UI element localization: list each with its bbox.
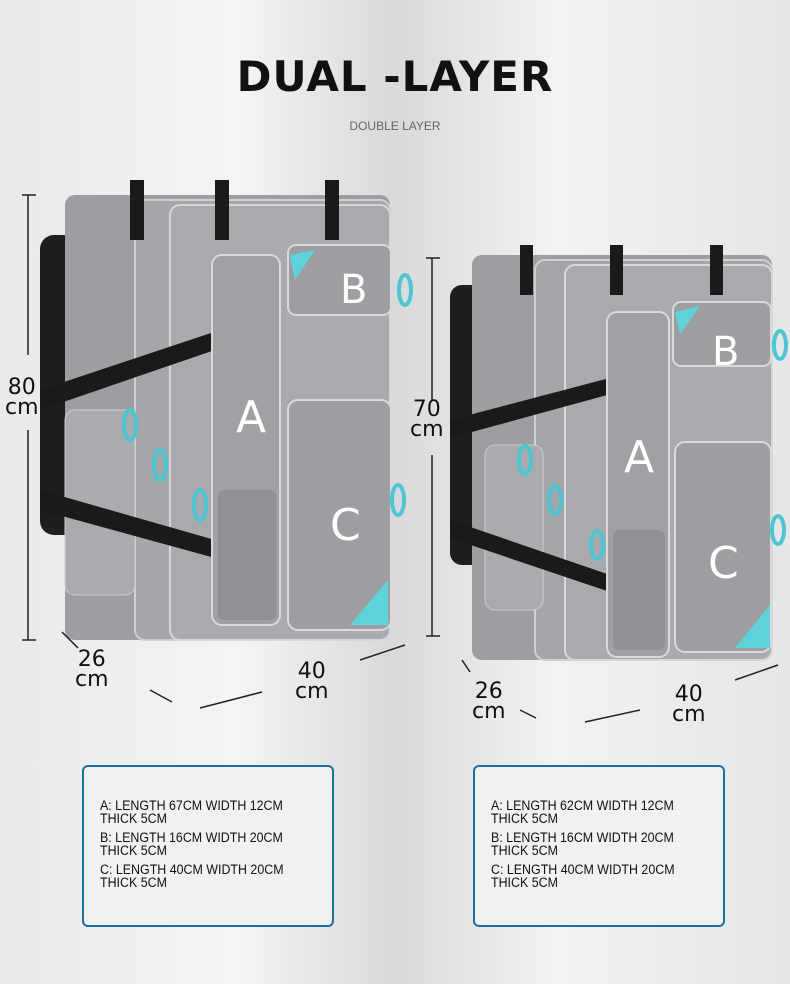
height-label: 80 cm — [5, 375, 39, 420]
compartment-c-label: C — [330, 500, 361, 551]
width-unit: cm — [295, 679, 329, 704]
bag-small: A B C — [450, 245, 788, 661]
width-value: 40 — [674, 682, 703, 707]
compartment-a-label: A — [236, 392, 266, 443]
depth-unit: cm — [75, 667, 109, 692]
height-value: 80 — [7, 375, 36, 400]
depth-label: 26 cm — [75, 647, 109, 692]
depth-value: 26 — [474, 679, 503, 704]
depth-unit: cm — [472, 699, 506, 724]
compartment-b-label: B — [340, 267, 367, 313]
dimension-lines — [22, 194, 779, 723]
depth-label: 26 cm — [472, 679, 506, 724]
page-title: DUAL -LAYER — [236, 52, 554, 101]
compartment-b-label: B — [712, 329, 739, 375]
height-value: 70 — [412, 397, 441, 422]
width-label: 40 cm — [672, 682, 706, 727]
compartment-c-label: C — [708, 538, 739, 589]
height-unit: cm — [5, 395, 39, 420]
bag-large: A B C — [40, 180, 413, 641]
width-label: 40 cm — [295, 659, 329, 704]
height-label: 70 cm — [410, 397, 444, 442]
height-unit: cm — [410, 417, 444, 442]
width-value: 40 — [297, 659, 326, 684]
width-unit: cm — [672, 702, 706, 727]
depth-value: 26 — [77, 647, 106, 672]
compartment-a-label: A — [624, 432, 654, 483]
page-subtitle: DOUBLE LAYER — [349, 119, 441, 133]
